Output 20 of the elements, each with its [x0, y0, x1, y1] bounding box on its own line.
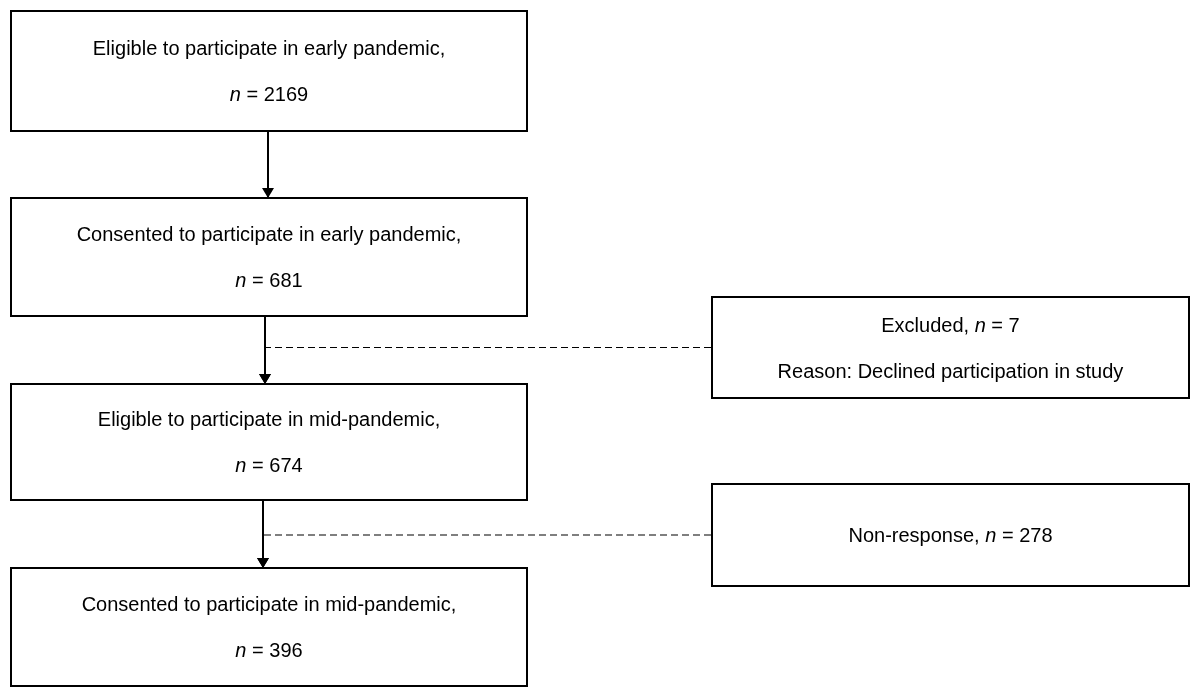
process-box — [10, 383, 528, 501]
box-text: n = 674 — [235, 453, 303, 477]
process-box — [10, 197, 528, 317]
box-text: n = 396 — [235, 638, 303, 662]
box-text: Excluded, n = 7 — [881, 312, 1020, 337]
process-box — [10, 10, 528, 132]
box-text: n = 2169 — [229, 82, 309, 106]
process-box — [10, 567, 528, 687]
process-box — [711, 483, 1190, 587]
box-text: Reason: Declined participation in study — [777, 358, 1124, 383]
box-text: Eligible to participate in early pandemic, — [92, 36, 446, 60]
arrow — [262, 131, 274, 198]
box-text: n = 681 — [235, 268, 303, 292]
box-text: Consented to participate in mid-pandemic, — [81, 592, 457, 616]
dashed-line — [257, 534, 712, 568]
dashed-line — [259, 346, 712, 384]
box-text: Consented to participate in early pandemic, — [76, 222, 462, 246]
box-text: Non-response, n = 278 — [848, 523, 1053, 547]
process-box — [711, 296, 1190, 399]
box-text: Eligible to participate in mid-pandemic, — [97, 407, 441, 431]
